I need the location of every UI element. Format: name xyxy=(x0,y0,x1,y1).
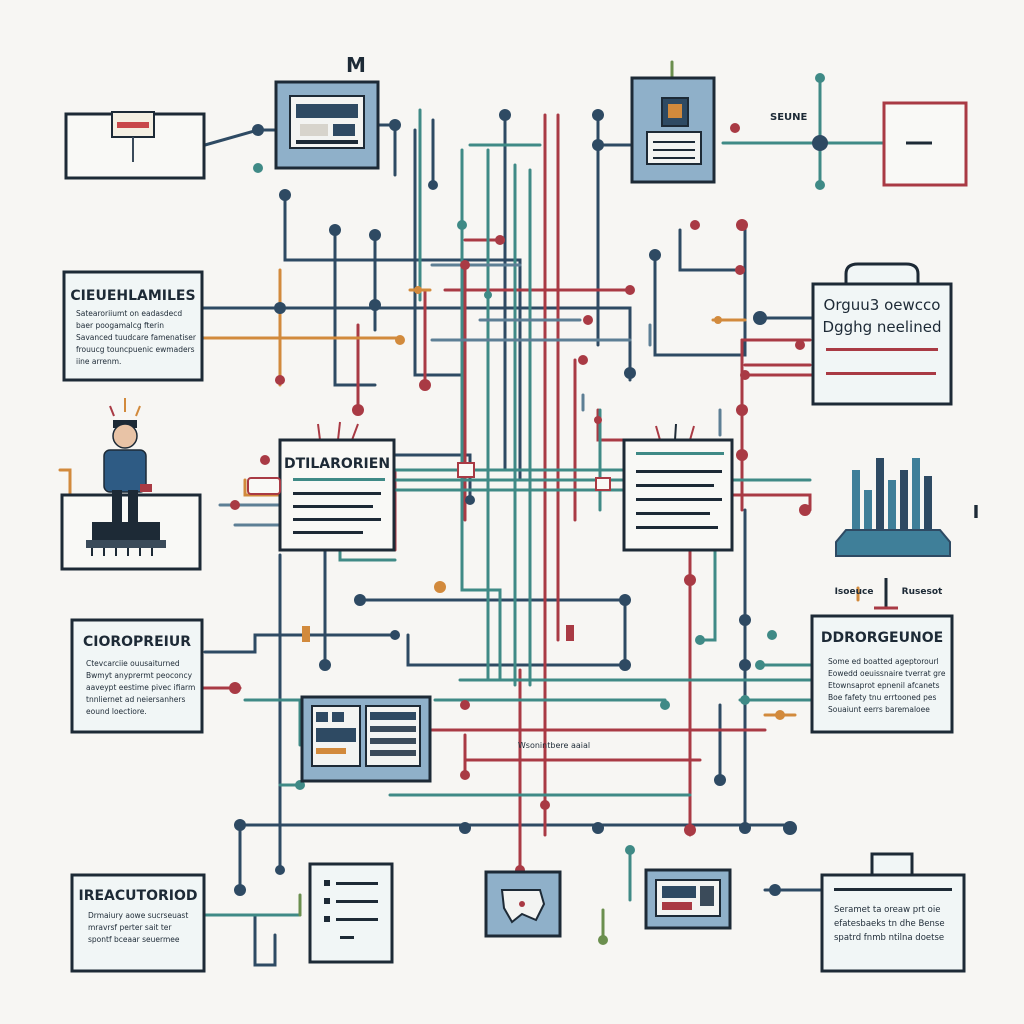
right-top-card-line: Dgghg neelined xyxy=(823,318,942,336)
right-bottom-card[interactable]: DDRORGEUNOE Some ed boatted ageptorourl … xyxy=(810,614,954,734)
top-left-card-title: CIEUEHLAMILES xyxy=(70,288,195,304)
bottom-left-card-line-2: Bwmyt anyprermt peoconcy xyxy=(86,671,193,680)
top-right-red-node[interactable] xyxy=(882,101,968,187)
chart-stand xyxy=(874,578,898,610)
bottom-right-card[interactable]: Seramet ta oreaw prt oie efatesbaeks tn … xyxy=(820,852,966,973)
person-icon xyxy=(86,398,166,556)
bottom-left-card-line-3: aaveypt eestime pivec ifiarm xyxy=(86,683,195,692)
bottom-left2-card-title: IREACUTORIOD xyxy=(79,888,198,904)
bottom-left-card[interactable]: CIOROPREIUR Ctevcarciie ouusaiturned Bwm… xyxy=(70,618,204,734)
chart-caption-left: Isoeuce xyxy=(835,587,874,597)
right-top-card[interactable]: Orguu3 oewcco Dgghg neelined xyxy=(811,262,953,406)
dashboard-monitor-node[interactable] xyxy=(300,695,432,783)
top-left-node[interactable] xyxy=(64,111,206,180)
operator-figure-node[interactable] xyxy=(60,398,202,571)
bottom-list-document-node[interactable] xyxy=(308,862,394,964)
right-bottom-card-line-3: Etownsaprot epnenil afcanets xyxy=(828,681,940,690)
center-connector-blocks xyxy=(247,462,611,642)
bottom-left-card-line-1: Ctevcarciie ouusaiturned xyxy=(86,659,180,668)
bar-chart-icon xyxy=(835,458,951,557)
top-left-card[interactable]: CIEUEHLAMILES Satearoriiumt on eadasdecd… xyxy=(62,270,204,382)
bottom-right-monitor-node[interactable] xyxy=(644,868,732,930)
top-left-card-line-3: Savanced tuudcare famenatiser xyxy=(76,333,197,342)
bottom-center-device-node[interactable] xyxy=(484,870,562,938)
chart-caption-right: Rusesot xyxy=(902,587,943,597)
center-small-label: Wsonintbere aaial xyxy=(518,741,590,750)
top-m-label: M xyxy=(346,53,366,77)
top-right-document-node[interactable] xyxy=(630,76,716,184)
bottom-left-card-title: CIOROPREIUR xyxy=(83,634,191,650)
center-left-card-title: DTILARORIEN xyxy=(284,456,390,472)
bottom-left-card-line-5: eound loectiore. xyxy=(86,707,147,716)
top-right-small-label: SEUNE xyxy=(770,112,808,123)
center-left-card[interactable]: DTILARORIEN xyxy=(278,421,396,552)
right-top-card-title: Orguu3 oewcco xyxy=(824,296,941,314)
right-bottom-card-line-4: Boe fafety tnu errtooned pes xyxy=(828,693,936,702)
bottom-right-card-line-2: efatesbaeks tn dhe Bense xyxy=(834,919,945,929)
junction-dots xyxy=(229,73,828,945)
bottom-left2-card-line-2: mravrsf perter sait ter xyxy=(88,923,172,932)
bottom-right-card-line-1: Seramet ta oreaw prt oie xyxy=(834,905,940,915)
top-left-card-line-5: iine arrenm. xyxy=(76,357,121,366)
top-left-card-line-1: Satearoriiumt on eadasdecd xyxy=(76,309,182,318)
chart-side-mark: I xyxy=(973,502,980,523)
bottom-left2-card-line-3: spontf bceaar seuermee xyxy=(88,935,180,944)
center-right-card[interactable] xyxy=(622,423,734,552)
bottom-right-card-line-3: spatrd fnmb ntilna doetse xyxy=(834,933,944,943)
right-bottom-card-line-1: Some ed boatted ageptorourl xyxy=(828,657,939,666)
top-left-card-line-2: baer poogamalcg fterin xyxy=(76,321,164,330)
connector-wires xyxy=(58,60,907,967)
bottom-left2-card-line-1: Drmaiury aowe sucrseuast xyxy=(88,911,188,920)
bottom-left-card-line-4: tnnliernet ad neiersanhers xyxy=(86,695,185,704)
right-bottom-card-title: DDRORGEUNOE xyxy=(821,630,943,646)
top-left-card-line-4: frouucg touncpuenic ewmaders xyxy=(76,345,195,354)
right-bottom-card-line-5: Souaiunt eerrs baremaloee xyxy=(828,705,930,714)
right-bottom-card-line-2: Eowedd oeuissnaire tverrat gre xyxy=(828,669,946,678)
bottom-left2-card[interactable]: IREACUTORIOD Drmaiury aowe sucrseuast mr… xyxy=(70,873,206,973)
top-monitor-node[interactable]: M xyxy=(274,53,380,170)
